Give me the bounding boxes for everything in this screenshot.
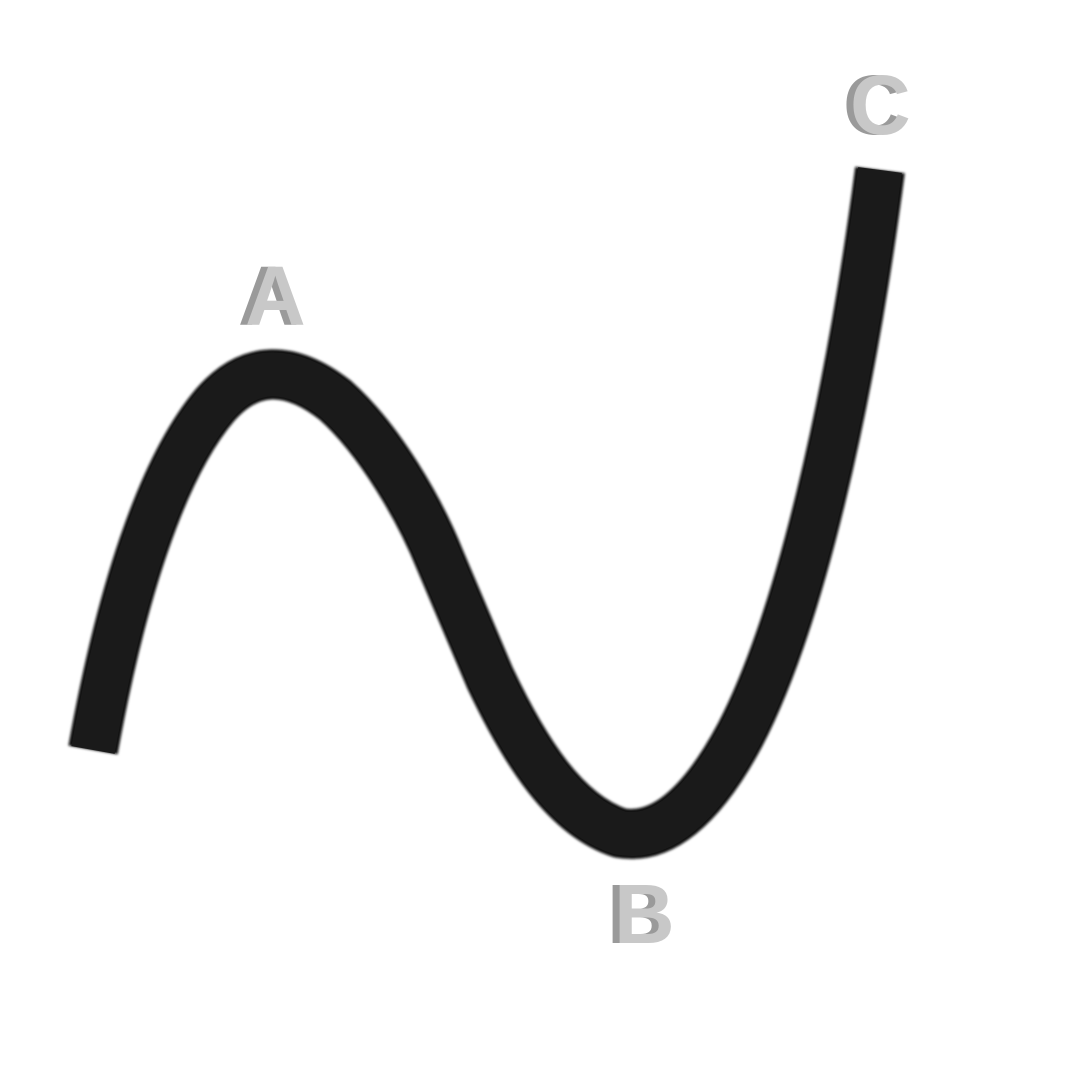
curve (68, 166, 905, 859)
svg-text:B: B (607, 867, 668, 961)
svg-text:C: C (843, 58, 904, 152)
point-label-c: C C (843, 58, 911, 152)
point-label-b: B B (607, 867, 675, 961)
curve-line (71, 167, 902, 856)
svg-text:A: A (238, 249, 299, 343)
point-label-a: A A (238, 249, 306, 343)
svg-text:C: C (850, 58, 911, 152)
svg-text:A: A (245, 249, 306, 343)
svg-text:B: B (614, 867, 675, 961)
